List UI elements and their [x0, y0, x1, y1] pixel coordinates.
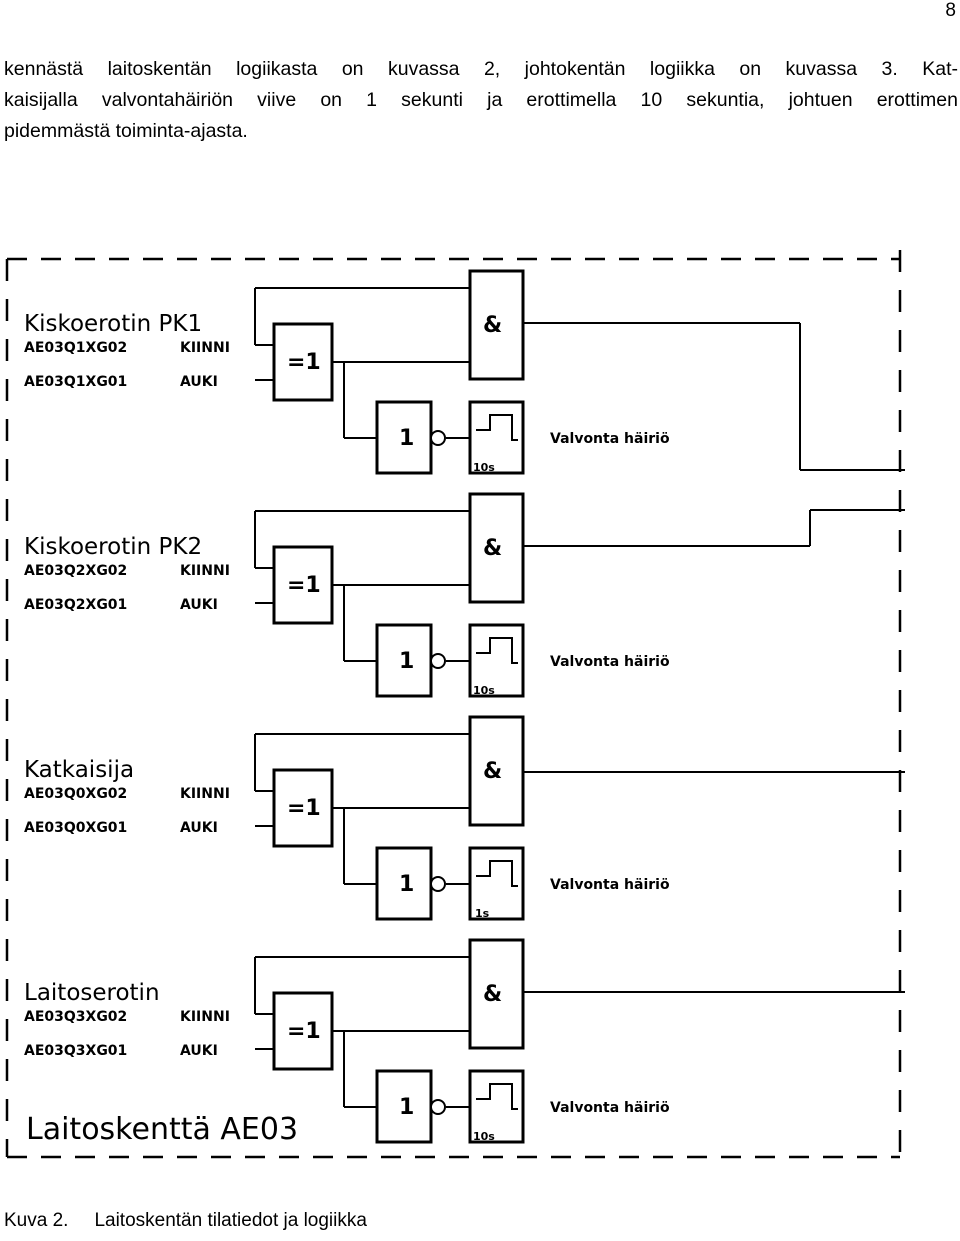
output-label: Valvonta häiriö: [550, 1100, 670, 1116]
logic-block-3: Katkaisija AE03Q0XG02 KIINNI AE03Q0XG01 …: [24, 715, 905, 921]
xor-gate: =1: [287, 350, 321, 375]
signal-2-state: AUKI: [180, 1043, 218, 1059]
and-gate: &: [483, 536, 502, 561]
xor-gate: =1: [287, 1019, 321, 1044]
timer-delay: 10s: [473, 1130, 495, 1143]
body-paragraph: kennästä laitoskentän logiikasta on kuva…: [4, 54, 958, 147]
signal-2-id: AE03Q1XG01: [24, 374, 127, 390]
signal-1-state: KIINNI: [180, 563, 230, 579]
block-title: Laitoserotin: [24, 980, 160, 1006]
figure-caption: Kuva 2. Laitoskentän tilatiedot ja logiik…: [4, 1210, 367, 1232]
signal-1-state: KIINNI: [180, 786, 230, 802]
and-gate: &: [483, 982, 502, 1007]
block-title: Kiskoerotin PK1: [24, 311, 202, 337]
logic-block-1: Kiskoerotin PK1 AE03Q1XG02 KIINNI AE03Q1…: [24, 269, 905, 475]
signal-1-id: AE03Q0XG02: [24, 786, 127, 802]
logic-diagram: Kiskoerotin PK1 AE03Q1XG02 KIINNI AE03Q1…: [5, 250, 905, 1160]
output-label: Valvonta häiriö: [550, 877, 670, 893]
xor-gate: =1: [287, 796, 321, 821]
output-label: Valvonta häiriö: [550, 654, 670, 670]
and-gate: &: [483, 313, 502, 338]
not-gate: 1: [399, 426, 414, 451]
signal-2-id: AE03Q2XG01: [24, 597, 127, 613]
field-label: Laitoskenttä AE03: [26, 1112, 298, 1147]
signal-1-id: AE03Q3XG02: [24, 1009, 127, 1025]
logic-block-4: Laitoserotin AE03Q3XG02 KIINNI AE03Q3XG0…: [24, 938, 905, 1144]
not-gate: 1: [399, 649, 414, 674]
diagram-frame: [5, 250, 902, 1160]
and-gate: &: [483, 759, 502, 784]
timer-delay: 10s: [473, 684, 495, 697]
signal-2-state: AUKI: [180, 374, 218, 390]
block-title: Katkaisija: [24, 757, 134, 783]
output-label: Valvonta häiriö: [550, 431, 670, 447]
paragraph-line-2: kaisijalla valvontahäiriön viive on 1 se…: [4, 89, 958, 111]
page-number: 8: [945, 0, 956, 21]
signal-1-id: AE03Q2XG02: [24, 563, 127, 579]
block-title: Kiskoerotin PK2: [24, 534, 202, 560]
logic-block-2: Kiskoerotin PK2 AE03Q2XG02 KIINNI AE03Q2…: [24, 492, 905, 698]
caption-label: Kuva 2.: [4, 1210, 69, 1231]
caption-text: Laitoskentän tilatiedot ja logiikka: [94, 1210, 367, 1231]
paragraph-line-1: kennästä laitoskentän logiikasta on kuva…: [4, 58, 958, 80]
signal-2-state: AUKI: [180, 597, 218, 613]
paragraph-line-3: pidemmästä toiminta-ajasta.: [4, 120, 248, 142]
xor-gate: =1: [287, 573, 321, 598]
signal-2-state: AUKI: [180, 820, 218, 836]
signal-1-id: AE03Q1XG02: [24, 340, 127, 356]
not-gate: 1: [399, 1095, 414, 1120]
signal-1-state: KIINNI: [180, 340, 230, 356]
signal-2-id: AE03Q3XG01: [24, 1043, 127, 1059]
signal-2-id: AE03Q0XG01: [24, 820, 127, 836]
timer-delay: 10s: [473, 461, 495, 474]
not-gate: 1: [399, 872, 414, 897]
signal-1-state: KIINNI: [180, 1009, 230, 1025]
timer-delay: 1s: [475, 907, 490, 920]
